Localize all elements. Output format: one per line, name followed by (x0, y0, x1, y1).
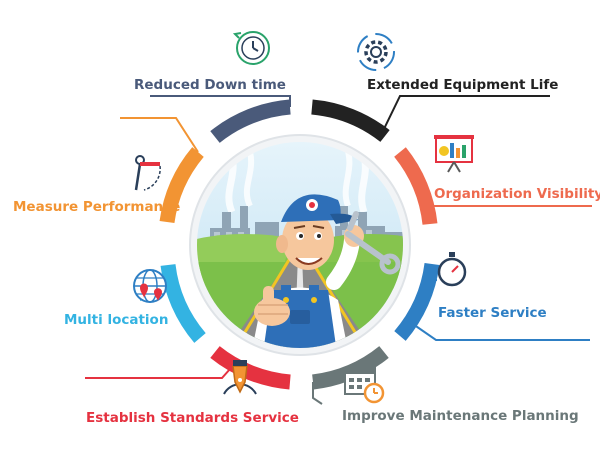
stopwatch-icon (428, 252, 467, 287)
presentation-chart-icon (434, 135, 474, 173)
leader-measure-performance (120, 117, 199, 153)
label-faster-service: Faster Service (438, 305, 547, 321)
label-multi-location: Multi location (64, 312, 169, 328)
leader-organization-visibility (431, 205, 592, 208)
leader-reduced-down-time (150, 95, 291, 107)
pen-nib-icon (223, 360, 257, 395)
gear-icon (357, 33, 395, 71)
mechanic-illustration (197, 142, 403, 348)
arc-multi-location (160, 263, 206, 343)
compass-icon (134, 155, 161, 191)
arc-reduced-down-time (210, 99, 291, 143)
arc-extended-equipment-life (311, 99, 390, 142)
leader-establish-standards-service (85, 359, 239, 379)
label-reduced-down-time: Reduced Down time (134, 77, 286, 93)
leader-improve-maintenance-planning (312, 382, 323, 405)
arc-organization-visibility (394, 147, 438, 225)
arc-faster-service (394, 262, 440, 341)
arc-measure-performance (159, 147, 204, 224)
calendar-clock-icon (344, 367, 385, 404)
label-measure-performance: Measure Performance (13, 199, 181, 215)
label-organization-visibility: Organization Visibility (434, 186, 600, 202)
label-improve-maintenance-planning: Improve Maintenance Planning (342, 408, 579, 424)
leader-extended-equipment-life (381, 95, 550, 134)
label-extended-equipment-life: Extended Equipment Life (367, 77, 559, 93)
globe-pin-icon (133, 269, 167, 303)
arc-establish-standards-service (210, 346, 291, 390)
clock-icon (232, 31, 270, 65)
leader-faster-service (409, 321, 590, 341)
label-establish-standards-service: Establish Standards Service (86, 410, 299, 426)
